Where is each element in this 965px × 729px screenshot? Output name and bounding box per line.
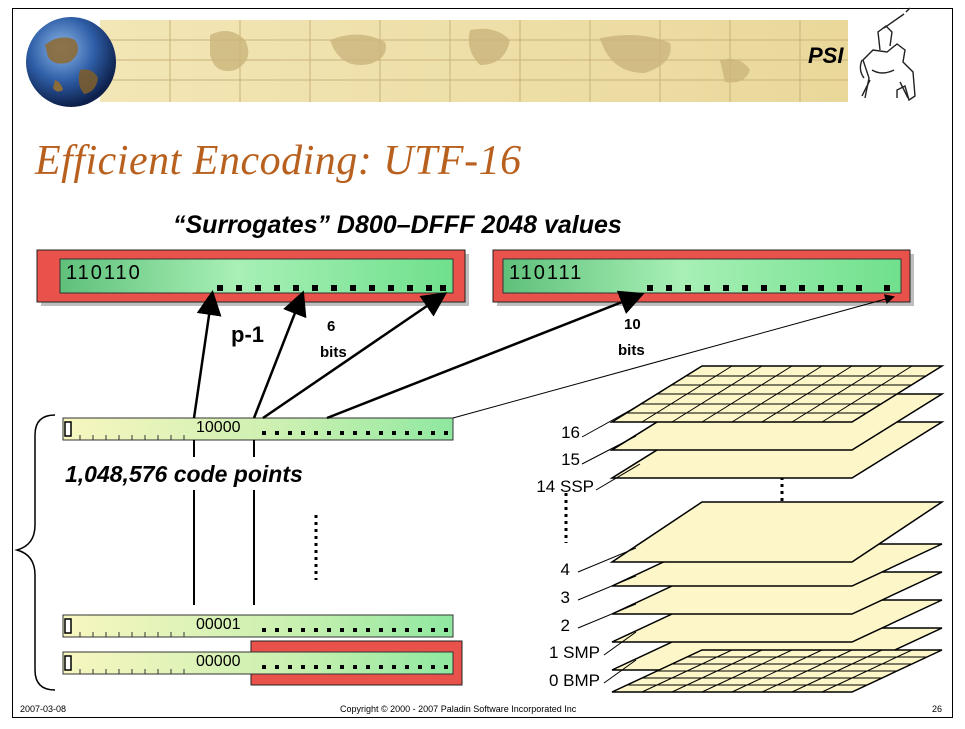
low-surrogate-box [492,249,914,306]
code-points-label: 1,048,576 code points [65,461,303,487]
page-title: Efficient Encoding: UTF-16 [35,138,522,184]
row-dots [262,431,448,669]
row-ticks [79,435,185,674]
footer-date: 2007-03-08 [20,704,67,714]
ten-label: 10 [624,316,641,333]
p-minus-1-label: p-1 [231,322,264,347]
plane-label-4: 4 [560,560,570,579]
high-surrogate-bits: 110110 [66,262,142,284]
row-10000-bar [62,417,454,441]
low-surrogate-dots [647,285,890,291]
row-00001-bar [62,614,454,638]
plane-label-16: 16 [561,423,580,442]
planes-stack [609,365,945,693]
plane-label-1: 1 SMP [548,643,600,662]
plane-label-14: 14 SSP [536,477,594,496]
plane-label-leaders [577,406,641,684]
globe-icon [26,17,116,107]
high-surrogate-dots [217,285,446,291]
plane-label-2: 2 [560,616,570,635]
plane-label-3: 3 [560,588,570,607]
footer-copyright: Copyright © 2000 - 2007 Paladin Software… [340,704,577,714]
plane-label-15: 15 [561,450,580,469]
footer-page-number: 26 [932,704,943,714]
plane-label-0: 0 BMP [548,671,600,690]
plane-16-grid [627,365,927,423]
header-banner [100,20,848,102]
ten-bits-label: bits [618,342,645,359]
row-prefix-10000: 10000 [196,419,241,436]
row-00000-bar [62,640,463,686]
plane-0-grid [627,649,927,693]
knight-logo-icon [859,7,916,102]
six-label: 6 [327,318,336,335]
range-brace [14,414,56,691]
row-prefix-00001: 00001 [196,616,241,633]
mapping-arrows [192,290,895,420]
row-prefix-00000: 00000 [196,653,241,670]
six-bits-label: bits [320,344,347,361]
column-lines [193,440,255,605]
subtitle: “Surrogates” D800–DFFF 2048 values [173,211,622,239]
low-surrogate-bits: 110111 [509,262,584,284]
psi-logo-text: PSI [808,43,844,68]
